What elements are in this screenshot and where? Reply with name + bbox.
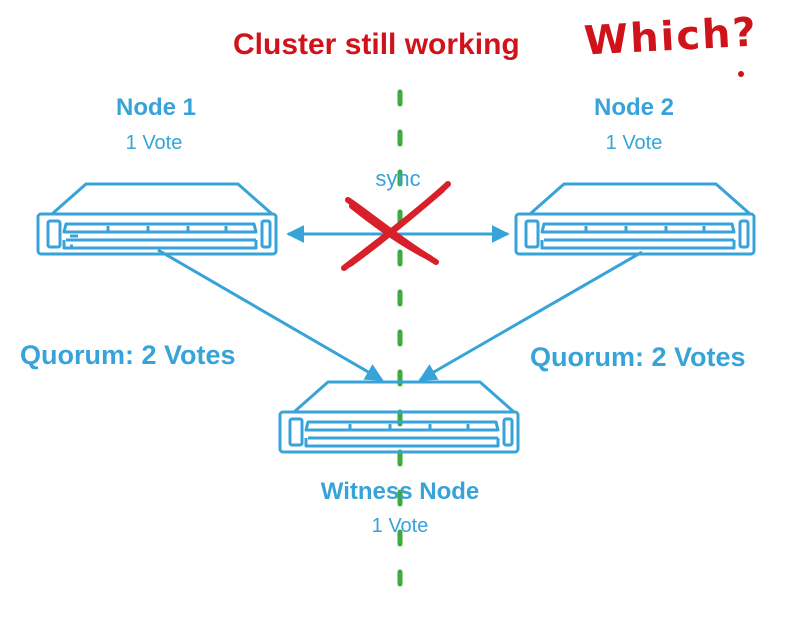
quorum-right-label: Quorum: 2 Votes [530, 342, 746, 372]
witness-node-name: Witness Node [320, 478, 480, 505]
sync-label: sync [375, 166, 421, 191]
node-2-name: Node 2 [593, 94, 675, 121]
node-1-to-witness-arrow [157, 248, 384, 382]
node-2-server-icon [514, 182, 756, 256]
node-2-to-witness-arrow [418, 250, 643, 382]
witness-node-server-icon [278, 380, 520, 454]
witness-node-votes: 1 Vote [371, 515, 429, 537]
node-2-votes: 1 Vote [605, 132, 663, 154]
node-1-server-icon [36, 182, 278, 256]
quorum-left-label: Quorum: 2 Votes [20, 340, 236, 370]
node-1-name: Node 1 [115, 94, 197, 121]
handwritten-question: Which? [582, 9, 759, 65]
cross-mark-icon [341, 181, 451, 271]
diagram-title: Cluster still working [233, 28, 520, 61]
question-dot-mark [738, 71, 744, 77]
node-1-votes: 1 Vote [125, 132, 183, 154]
